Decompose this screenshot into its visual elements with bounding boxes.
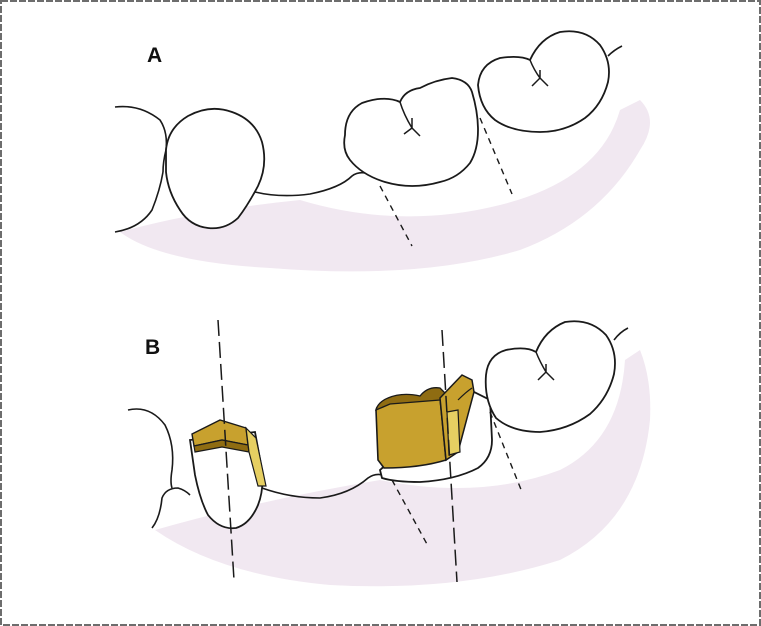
panel-b-distal-root-axis — [489, 411, 523, 493]
panel-b-distal-molar-groove — [535, 351, 555, 381]
panel-b-molar-insertion-axis — [441, 329, 458, 583]
panel-a-label: A — [147, 44, 163, 67]
panel-b — [127, 319, 651, 587]
panel-a-molar-root-axis — [379, 185, 413, 247]
panel-b-left-neighbor-tooth — [127, 408, 174, 489]
panel-a-premolar — [165, 107, 266, 230]
panel-a-gum-shadow — [120, 100, 650, 272]
panel-a — [114, 30, 650, 272]
panel-a-molar-groove — [399, 101, 421, 137]
panel-b-gum-line — [151, 473, 387, 529]
panel-a-distal-edge — [607, 45, 623, 57]
panel-b-label: B — [145, 336, 161, 359]
panel-b-distal-edge — [613, 327, 629, 341]
panel-a-left-neighbor-tooth — [114, 105, 168, 173]
panel-b-gum-shadow — [155, 350, 651, 587]
panel-a-tilted-molar — [343, 77, 479, 187]
panel-b-premolar-crown-groove — [245, 426, 267, 487]
panel-a-distal-root-axis — [479, 117, 513, 195]
panel-b-half-crown-rest — [457, 387, 473, 401]
panel-b-molar-root-axis — [391, 479, 429, 547]
panel-a-distal-molar-groove — [529, 59, 549, 87]
panel-b-half-crown-body — [375, 397, 447, 469]
panel-b-half-crown-occlusal — [375, 387, 447, 412]
panel-b-prepared-premolar — [188, 431, 264, 530]
